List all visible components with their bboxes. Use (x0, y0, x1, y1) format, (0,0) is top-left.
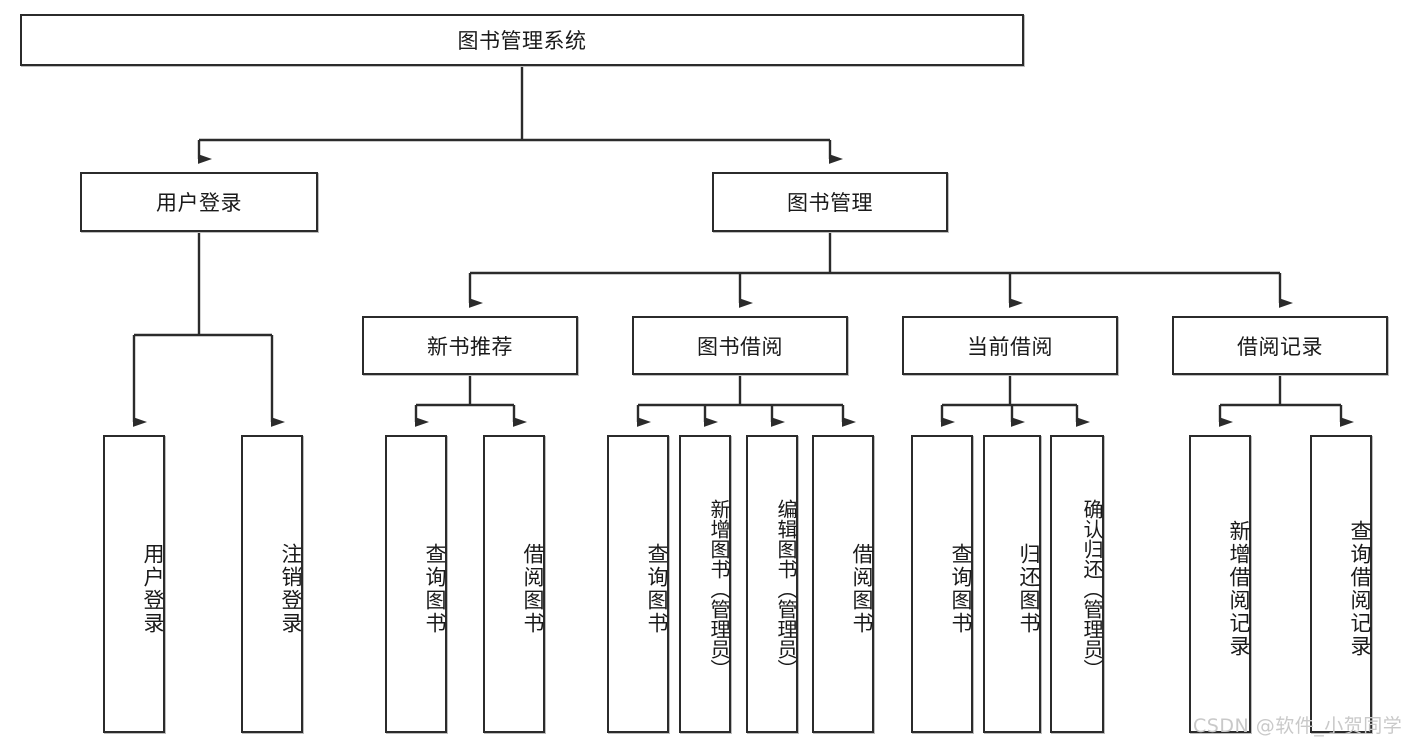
node-leaf-query-book-3-label: 查询图书 (949, 543, 973, 635)
node-leaf-query-record[interactable]: 查询借阅记录 (1310, 435, 1372, 733)
node-user-login-label: 用户登录 (156, 191, 242, 215)
node-leaf-confirm-return-label: 确认归还（管理员） (1080, 499, 1104, 679)
node-leaf-borrow-book-1[interactable]: 借阅图书 (483, 435, 545, 733)
node-leaf-user-login[interactable]: 用户登录 (103, 435, 165, 733)
node-borrow-record-label: 借阅记录 (1237, 334, 1323, 359)
node-user-login[interactable]: 用户登录 (80, 172, 318, 232)
node-leaf-return-book-label: 归还图书 (1017, 543, 1041, 635)
watermark: CSDN @软件_小贺同学 (1193, 715, 1403, 737)
node-leaf-add-record-label: 新增借阅记录 (1227, 520, 1251, 658)
node-leaf-edit-book-label: 编辑图书（管理员） (774, 499, 798, 679)
node-leaf-borrow-book-2[interactable]: 借阅图书 (812, 435, 874, 733)
node-leaf-confirm-return[interactable]: 确认归还（管理员） (1050, 435, 1104, 733)
node-leaf-query-book-1[interactable]: 查询图书 (385, 435, 447, 733)
node-current-borrow[interactable]: 当前借阅 (902, 316, 1118, 375)
node-leaf-borrow-book-2-label: 借阅图书 (850, 543, 874, 635)
node-leaf-query-record-label: 查询借阅记录 (1348, 520, 1372, 658)
node-new-book-recommend-label: 新书推荐 (427, 334, 513, 359)
node-leaf-logout-label: 注销登录 (279, 543, 303, 635)
node-leaf-logout[interactable]: 注销登录 (241, 435, 303, 733)
node-root[interactable]: 图书管理系统 (20, 14, 1024, 66)
node-leaf-query-book-1-label: 查询图书 (423, 543, 447, 635)
node-book-manage-label: 图书管理 (787, 191, 873, 215)
node-current-borrow-label: 当前借阅 (967, 334, 1053, 359)
node-book-borrow-label: 图书借阅 (697, 334, 783, 359)
node-leaf-return-book[interactable]: 归还图书 (983, 435, 1041, 733)
node-leaf-add-book-label: 新增图书（管理员） (707, 499, 731, 679)
node-leaf-add-book[interactable]: 新增图书（管理员） (679, 435, 731, 733)
node-leaf-add-record[interactable]: 新增借阅记录 (1189, 435, 1251, 733)
node-leaf-user-login-label: 用户登录 (141, 543, 165, 635)
node-leaf-query-book-3[interactable]: 查询图书 (911, 435, 973, 733)
node-root-label: 图书管理系统 (457, 29, 587, 53)
node-book-borrow[interactable]: 图书借阅 (632, 316, 848, 375)
node-new-book-recommend[interactable]: 新书推荐 (362, 316, 578, 375)
node-leaf-edit-book[interactable]: 编辑图书（管理员） (746, 435, 798, 733)
node-borrow-record[interactable]: 借阅记录 (1172, 316, 1388, 375)
node-leaf-query-book-2[interactable]: 查询图书 (607, 435, 669, 733)
node-book-manage[interactable]: 图书管理 (712, 172, 948, 232)
node-leaf-borrow-book-1-label: 借阅图书 (521, 543, 545, 635)
node-leaf-query-book-2-label: 查询图书 (645, 543, 669, 635)
